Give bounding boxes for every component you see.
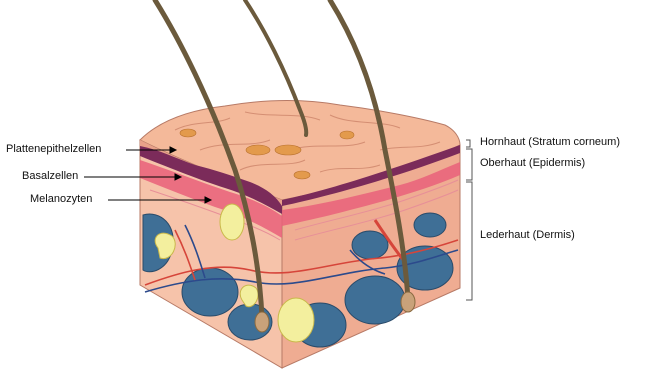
label-melanozyten: Melanozyten (30, 193, 92, 206)
label-hornhaut: Hornhaut (Stratum corneum) (480, 136, 620, 149)
label-lederhaut: Lederhaut (Dermis) (480, 229, 575, 242)
label-oberhaut: Oberhaut (Epidermis) (480, 157, 585, 170)
right-brackets (466, 140, 472, 300)
label-plattenepithelzellen: Plattenepithelzellen (6, 143, 101, 156)
label-basalzellen: Basalzellen (22, 170, 78, 183)
